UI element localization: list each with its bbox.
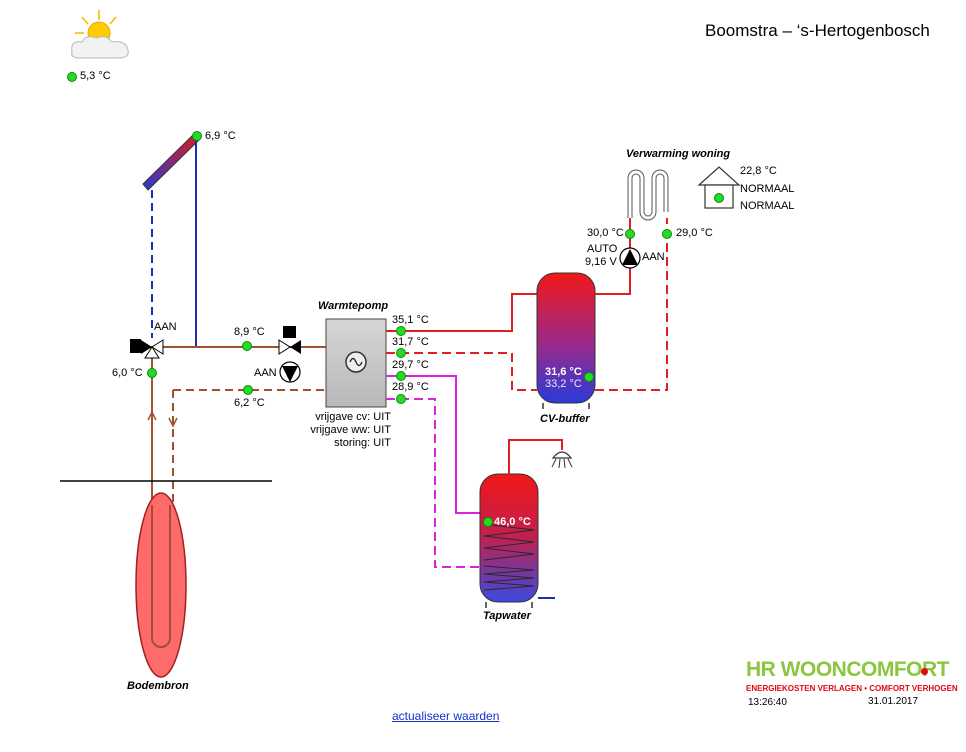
ground-return-sensor — [147, 368, 157, 378]
tapwater-label: Tapwater — [483, 610, 531, 622]
fault-status: storing: UIT — [334, 437, 391, 449]
ww-supply-sensor — [396, 371, 406, 381]
heating-return-sensor — [662, 229, 672, 239]
buffer-label: CV-buffer — [540, 413, 590, 425]
hp-inlet-temp: 8,9 °C — [234, 326, 265, 338]
buffer-bottom-temp: 33,2 °C — [545, 378, 582, 390]
update-date: 31.01.2017 — [868, 696, 919, 707]
page-title: Boomstra – ‘s-Hertogenbosch — [705, 21, 930, 40]
tapwater-temp: 46,0 °C — [494, 516, 531, 528]
cv-supply-sensor — [396, 326, 406, 336]
update-time: 13:26:40 — [748, 697, 787, 708]
cv-supply-temp: 35,1 °C — [392, 314, 429, 326]
heating-pump-voltage: 9,16 V — [585, 256, 617, 268]
heating-supply-sensor — [625, 229, 635, 239]
heating-mode-2: NORMAAL — [740, 200, 795, 212]
heating-pump-mode: AUTO — [587, 243, 618, 255]
ground-return-temp: 6,0 °C — [112, 367, 143, 379]
heating-supply-temp: 30,0 °C — [587, 227, 624, 239]
collector-temp-sensor — [192, 131, 202, 141]
tapwater-sensor — [483, 517, 493, 527]
ground-valve-state: AAN — [154, 321, 177, 333]
outdoor-temp-sensor — [67, 72, 77, 82]
brand-tagline: ENERGIEKOSTEN VERLAGEN • COMFORT VERHOGE… — [746, 684, 958, 693]
hp-outlet-sensor — [243, 385, 253, 395]
weather-icon — [71, 10, 129, 59]
cv-buffer-tank — [536, 272, 596, 404]
cv-return-sensor — [396, 348, 406, 358]
cv-release-status: vrijgave cv: UIT — [315, 411, 391, 423]
ww-release-status: vrijgave ww: UIT — [310, 424, 391, 436]
ww-return-sensor — [396, 394, 406, 404]
heating-mode-1: NORMAAL — [740, 183, 795, 195]
collector-temp-value: 6,9 °C — [205, 130, 236, 142]
ground-source-label: Bodembron — [127, 680, 189, 692]
ww-return-temp: 28,9 °C — [392, 381, 429, 393]
ground-source — [135, 492, 187, 678]
hp-inlet-sensor — [242, 341, 252, 351]
hp-outlet-temp: 6,2 °C — [234, 397, 265, 409]
brand-logo: HR WOONCOMFORT — [746, 658, 949, 681]
heating-label: Verwarming woning — [626, 148, 731, 160]
room-temp: 22,8 °C — [740, 165, 777, 177]
heatpump-label: Warmtepomp — [318, 300, 389, 312]
solar-collector — [142, 132, 201, 191]
room-status-sensor — [714, 193, 724, 203]
buffer-sensor — [584, 372, 594, 382]
brand-logo-dot — [921, 668, 928, 675]
hp-pump-state: AAN — [254, 367, 277, 379]
heating-return-temp: 29,0 °C — [676, 227, 713, 239]
outdoor-temp-value: 5,3 °C — [80, 70, 111, 82]
buffer-top-temp: 31,6 °C — [545, 366, 582, 378]
cv-return-temp: 31,7 °C — [392, 336, 429, 348]
ww-supply-temp: 29,7 °C — [392, 359, 429, 371]
refresh-values-link[interactable]: actualiseer waarden — [392, 709, 500, 723]
heating-pump-state: AAN — [642, 251, 665, 263]
